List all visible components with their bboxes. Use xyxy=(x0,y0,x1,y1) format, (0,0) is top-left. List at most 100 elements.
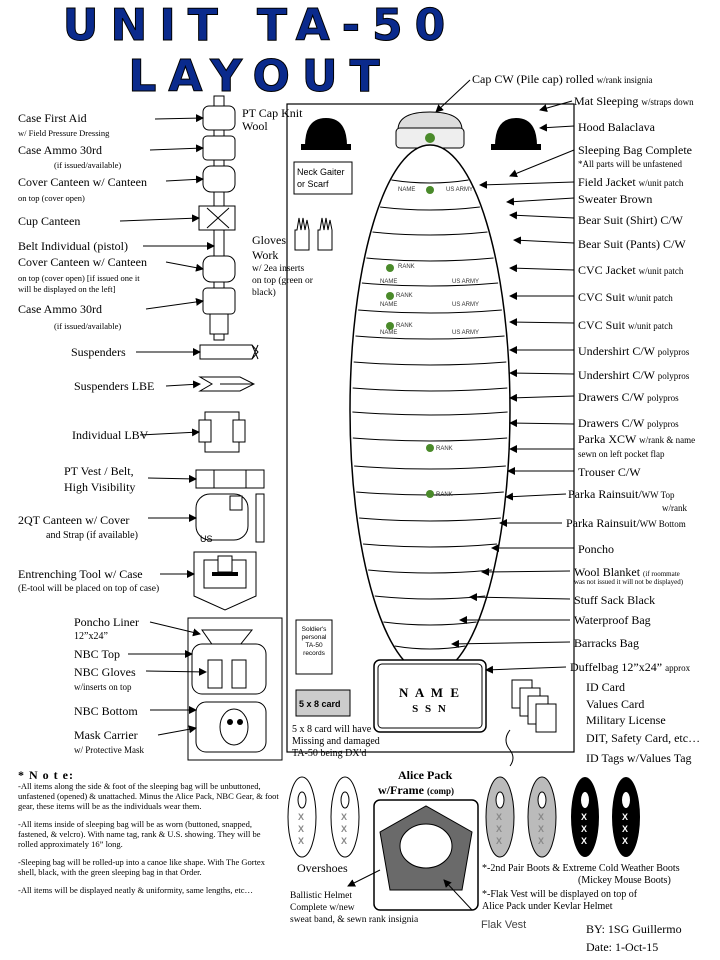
label-mask-carrier: Mask Carrier xyxy=(74,728,138,742)
connector-arrow xyxy=(505,492,567,501)
boot-x-mark: X xyxy=(622,812,629,822)
connector-arrow xyxy=(479,180,575,189)
label-undershirt-1: Undershirt C/W polypros xyxy=(578,344,690,358)
label-individual-lbv: Individual LBV xyxy=(72,428,149,442)
sub-cover-canteen-2b: will be displayed on the left] xyxy=(18,284,116,294)
sub-entrenching: (E-tool will be placed on top of case) xyxy=(18,584,160,594)
boot-x-mark: X xyxy=(622,836,629,846)
label-cap-cw: Cap CW (Pile cap) rolled w/rank insignia xyxy=(472,72,653,86)
sub-poncho-liner: 12”x24” xyxy=(74,631,108,642)
boot-x-mark: X xyxy=(496,812,503,822)
bag-layer-line xyxy=(361,282,499,287)
rank-insignia-icon xyxy=(426,134,434,142)
canteen-2qt-icon xyxy=(195,493,265,543)
label-parka-xcw: Parka XCW w/rank & name xyxy=(578,432,696,446)
connector-arrow xyxy=(139,428,200,437)
bag-layer-line xyxy=(366,257,494,262)
label-wool-blanket: Wool Blanket (if roommate xyxy=(574,565,680,579)
suspenders-icon xyxy=(199,344,259,360)
rank-tag: RANK xyxy=(436,446,453,452)
boot-x-mark: X xyxy=(341,824,348,834)
label-us-mark: US xyxy=(200,534,213,544)
name-tag: NAME xyxy=(380,302,398,308)
label-neck-gaiter-1: Neck Gaiter xyxy=(297,167,345,177)
flak-note-2: Alice Pack under Kevlar Helmet xyxy=(482,901,613,912)
label-alice-pack-1: Alice Pack xyxy=(398,768,453,782)
bag-layer-line xyxy=(354,465,506,470)
sleeping-bag-layers xyxy=(352,134,508,650)
label-pt-vest-2: High Visibility xyxy=(64,480,136,494)
sub-canteen-2qt: and Strap (if available) xyxy=(46,530,138,541)
sub-cover-canteen-2a: on top (cover open) [if issued one it xyxy=(18,273,140,283)
sub-cover-canteen-1: on top (cover open) xyxy=(18,193,85,203)
label-flak-vest: Flak Vest xyxy=(481,919,527,931)
note-p1: -All items along the side & foot of the … xyxy=(18,781,279,811)
boot-x-mark: X xyxy=(496,824,503,834)
connector-arrow xyxy=(509,149,575,178)
label-sleeping-bag: Sleeping Bag Complete xyxy=(578,143,692,157)
name-tag: NAME xyxy=(380,330,398,336)
label-poncho: Poncho xyxy=(578,542,614,556)
connector-arrow xyxy=(509,369,575,378)
connector-arrow xyxy=(165,175,204,184)
label-dit-card: DIT, Safety Card, etc… xyxy=(586,731,701,745)
label-canteen-2qt: 2QT Canteen w/ Cover xyxy=(18,513,130,527)
sub-gloves-3: black) xyxy=(252,288,276,298)
boot-x-mark: X xyxy=(298,812,305,822)
rank-insignia-icon xyxy=(386,292,394,300)
work-gloves-icon xyxy=(294,217,333,251)
label-case-ammo-2: Case Ammo 30rd xyxy=(18,302,102,316)
label-gloves-2: Work xyxy=(252,248,279,262)
rank-insignia-icon xyxy=(386,322,394,330)
boot-x-mark: X xyxy=(581,812,588,822)
connector-arrow xyxy=(119,214,200,223)
rank-tag: RANK xyxy=(396,293,413,299)
card-note-2: Missing and damaged xyxy=(292,736,380,747)
label-by: BY: 1SG Guillermo xyxy=(586,922,682,936)
boot-x-mark: X xyxy=(622,824,629,834)
boot-x-mark: X xyxy=(298,824,305,834)
label-pt-cap-1: PT Cap Knit xyxy=(242,106,303,120)
rank-tag: RANK xyxy=(396,323,413,329)
boot-x-mark: X xyxy=(341,812,348,822)
connector-arrow xyxy=(149,144,204,153)
note-heading: * N o t e: xyxy=(18,768,74,782)
sleeping-bag xyxy=(349,144,511,676)
label-helmet-3: sweat band, & sewn rank insignia xyxy=(290,915,419,925)
connector-arrow xyxy=(145,667,207,676)
label-drawers-2: Drawers C/W polypros xyxy=(578,416,679,430)
label-stuff-sack: Stuff Sack Black xyxy=(574,593,656,607)
connector-arrow xyxy=(451,639,571,648)
label-values-card: Values Card xyxy=(586,697,645,711)
label-military-license: Military License xyxy=(586,713,666,727)
connector-arrow xyxy=(145,298,204,310)
connector-arrow xyxy=(347,869,381,887)
page-title: UNIT TA-50 LAYOUT xyxy=(62,0,458,103)
label-cvc-jacket: CVC Jacket w/unit patch xyxy=(578,263,684,277)
label-drawers-1: Drawers C/W polypros xyxy=(578,390,679,404)
usarmy-tag: US ARMY xyxy=(446,187,474,193)
label-helmet-2: Complete w/new xyxy=(290,903,355,913)
label-mat-sleeping: Mat Sleeping w/straps down xyxy=(574,94,694,108)
boot-x-mark: X xyxy=(581,824,588,834)
boot-x-mark: X xyxy=(538,836,545,846)
boot-x-mark: X xyxy=(496,836,503,846)
soldier-card-2: personal xyxy=(301,634,327,641)
sub-wool-blanket: was not issued it will not be displayed) xyxy=(574,578,684,586)
sub-case-ammo-1: (if issued/available) xyxy=(54,160,122,170)
connector-arrow xyxy=(435,79,471,113)
label-id-card: ID Card xyxy=(586,680,625,694)
boot-x-mark: X xyxy=(298,836,305,846)
connector-arrow xyxy=(469,593,571,602)
rank-insignia-icon xyxy=(426,186,434,194)
label-poncho-liner: Poncho Liner xyxy=(74,615,139,629)
bag-layer-line xyxy=(380,206,480,211)
label-parka-rain-bottom: Parka Rainsuit/WW Bottom xyxy=(566,516,686,530)
sub-case-ammo-2: (if issued/available) xyxy=(54,321,122,331)
label-hood-balaclava: Hood Balaclava xyxy=(578,120,655,134)
label-case-ammo-1: Case Ammo 30rd xyxy=(18,143,102,157)
label-bear-pants: Bear Suit (Pants) C/W xyxy=(578,237,686,251)
label-suspenders-lbe: Suspenders LBE xyxy=(74,379,155,393)
nbc-top-icon xyxy=(191,643,267,695)
label-nbc-top: NBC Top xyxy=(74,647,120,661)
